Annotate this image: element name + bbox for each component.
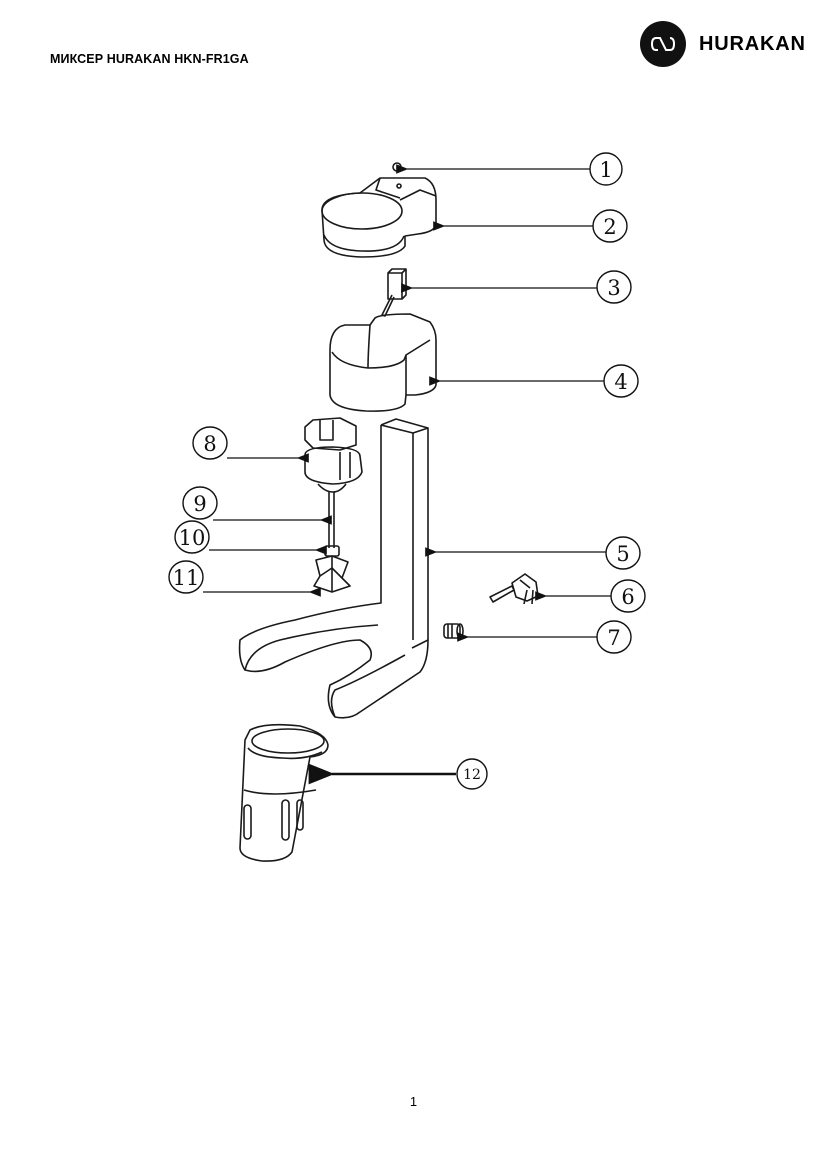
callout-12-label: 12 bbox=[463, 767, 481, 783]
document-title: МИКСЕР HURAKAN HKN-FR1GA bbox=[50, 52, 249, 66]
part-3-switch-icon bbox=[381, 268, 407, 317]
callout-2-label: 2 bbox=[603, 215, 616, 239]
callout-9-label: 9 bbox=[193, 492, 206, 516]
callout-3-label: 3 bbox=[607, 276, 620, 300]
callout-6-label: 6 bbox=[621, 585, 634, 609]
part-5-stand-icon bbox=[238, 418, 429, 719]
part-11-agitator-icon bbox=[313, 555, 351, 593]
callout-4-circle bbox=[603, 364, 639, 398]
callout-7-label: 7 bbox=[607, 626, 620, 650]
part-10-collar-icon bbox=[324, 545, 340, 557]
callout-1-circle bbox=[589, 152, 623, 186]
callout-2-circle bbox=[592, 209, 628, 243]
brand-name: HURAKAN bbox=[699, 32, 806, 55]
callout-4-label: 4 bbox=[614, 370, 627, 394]
page-number: 1 bbox=[409, 1094, 418, 1109]
logo-mark-icon bbox=[640, 21, 686, 67]
callout-8-circle bbox=[192, 426, 228, 460]
part-1-screw-icon bbox=[392, 162, 402, 172]
callout-6-circle bbox=[610, 579, 646, 613]
callout-10-label: 10 bbox=[179, 526, 206, 550]
part-7-nut-icon bbox=[443, 623, 464, 639]
callout-11-circle bbox=[168, 560, 204, 594]
callout-12-circle bbox=[456, 758, 488, 790]
part-8-coupling-icon bbox=[304, 417, 363, 493]
brand-logo: HURAKAN bbox=[640, 21, 806, 67]
callout-3-circle bbox=[596, 270, 632, 304]
callout-5-circle bbox=[605, 536, 641, 570]
callout-8-label: 8 bbox=[203, 432, 216, 456]
part-6-power-switch-icon bbox=[489, 573, 539, 605]
callout-5-label: 5 bbox=[616, 542, 629, 566]
part-4-housing-icon bbox=[329, 313, 437, 412]
part-9-shaft-icon bbox=[328, 492, 335, 548]
callout-7-circle bbox=[596, 620, 632, 654]
callout-9-circle bbox=[182, 486, 218, 520]
callout-1-label: 1 bbox=[599, 158, 612, 182]
callout-10-circle bbox=[174, 520, 210, 554]
callout-11-label: 11 bbox=[173, 566, 200, 590]
part-2-top-cover-icon bbox=[321, 177, 437, 258]
part-12-cup-icon bbox=[239, 723, 329, 862]
